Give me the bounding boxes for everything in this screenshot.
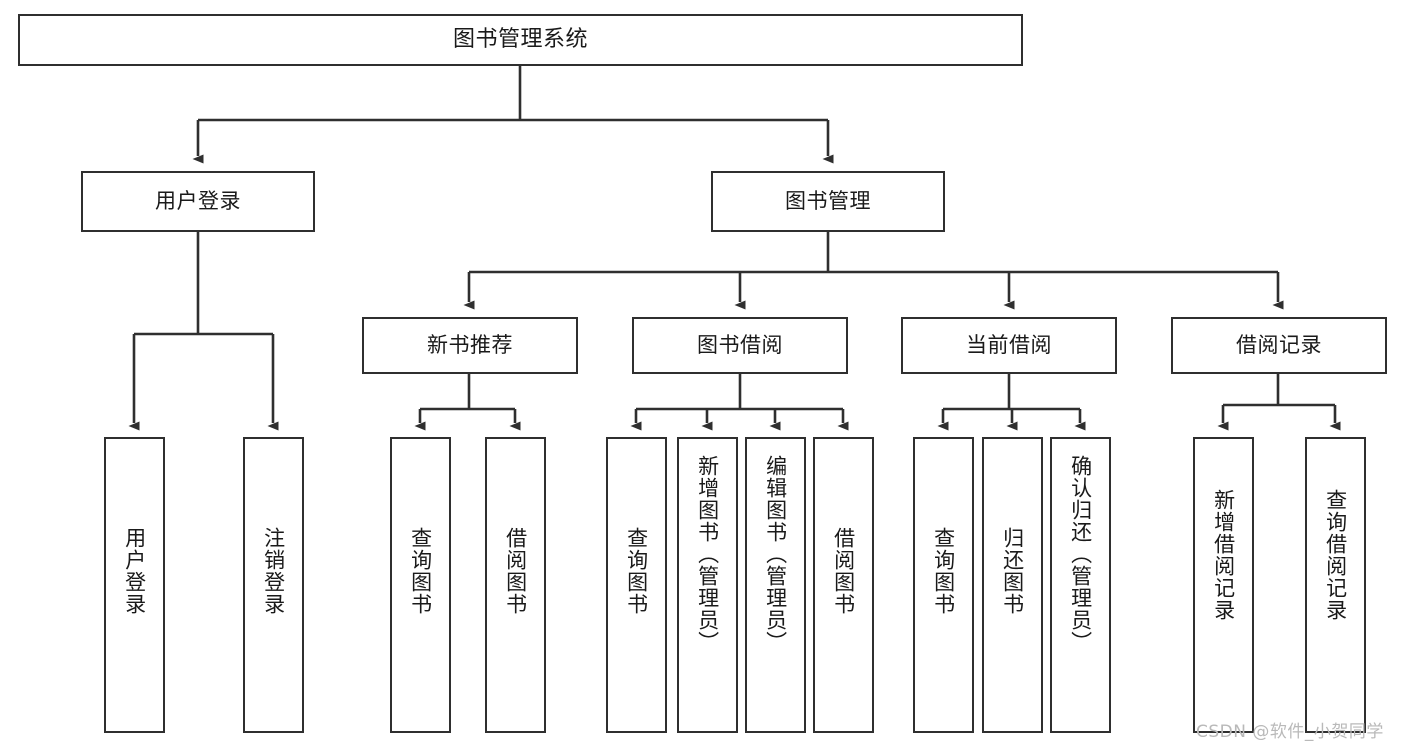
leaf-borrow-record-add-record[interactable]: 新增借阅记录 — [1193, 437, 1254, 733]
node-label: 用户登录 — [155, 188, 241, 213]
node-label: 借阅图书 — [831, 527, 856, 615]
node-label: 查询借阅记录 — [1323, 489, 1348, 621]
node-label: 当前借阅 — [966, 332, 1052, 357]
node-label: 借阅记录 — [1236, 332, 1322, 357]
node-label: 用户登录 — [122, 527, 147, 615]
node-current-borrow[interactable]: 当前借阅 — [901, 317, 1117, 374]
leaf-current-borrow-query-book[interactable]: 查询图书 — [913, 437, 974, 733]
leaf-new-book-query-book[interactable]: 查询图书 — [390, 437, 451, 733]
node-label: 借阅图书 — [503, 527, 528, 615]
node-label: 确认归还（管理员） — [1068, 455, 1093, 653]
node-label: 编辑图书（管理员） — [763, 455, 788, 653]
node-book-borrow[interactable]: 图书借阅 — [632, 317, 848, 374]
node-label: 查询图书 — [931, 527, 956, 615]
node-label: 新增借阅记录 — [1211, 489, 1236, 621]
csdn-watermark: CSDN @软件_小贺同学 — [1196, 722, 1384, 742]
leaf-book-borrow-borrow-book[interactable]: 借阅图书 — [813, 437, 874, 733]
leaf-borrow-record-query-record[interactable]: 查询借阅记录 — [1305, 437, 1366, 733]
leaf-book-borrow-query-book[interactable]: 查询图书 — [606, 437, 667, 733]
node-label: 归还图书 — [1000, 527, 1025, 615]
leaf-new-book-borrow-book[interactable]: 借阅图书 — [485, 437, 546, 733]
node-borrow-record[interactable]: 借阅记录 — [1171, 317, 1387, 374]
node-label: 查询图书 — [624, 527, 649, 615]
node-user-login[interactable]: 用户登录 — [81, 171, 315, 232]
leaf-current-borrow-return-book[interactable]: 归还图书 — [982, 437, 1043, 733]
node-label: 图书管理 — [785, 188, 871, 213]
node-label: 新增图书（管理员） — [695, 455, 720, 653]
leaf-current-borrow-confirm-return-admin[interactable]: 确认归还（管理员） — [1050, 437, 1111, 733]
node-label: 注销登录 — [261, 527, 286, 615]
leaf-book-borrow-add-book-admin[interactable]: 新增图书（管理员） — [677, 437, 738, 733]
node-label: 图书借阅 — [697, 332, 783, 357]
node-new-book-recommend[interactable]: 新书推荐 — [362, 317, 578, 374]
leaf-book-borrow-edit-book-admin[interactable]: 编辑图书（管理员） — [745, 437, 806, 733]
node-label: 图书管理系统 — [452, 26, 588, 52]
leaf-user-login-logout[interactable]: 注销登录 — [243, 437, 304, 733]
node-root-book-management-system[interactable]: 图书管理系统 — [18, 14, 1023, 66]
node-label: 查询图书 — [408, 527, 433, 615]
node-label: 新书推荐 — [427, 332, 513, 357]
node-book-management[interactable]: 图书管理 — [711, 171, 945, 232]
leaf-user-login-login[interactable]: 用户登录 — [104, 437, 165, 733]
